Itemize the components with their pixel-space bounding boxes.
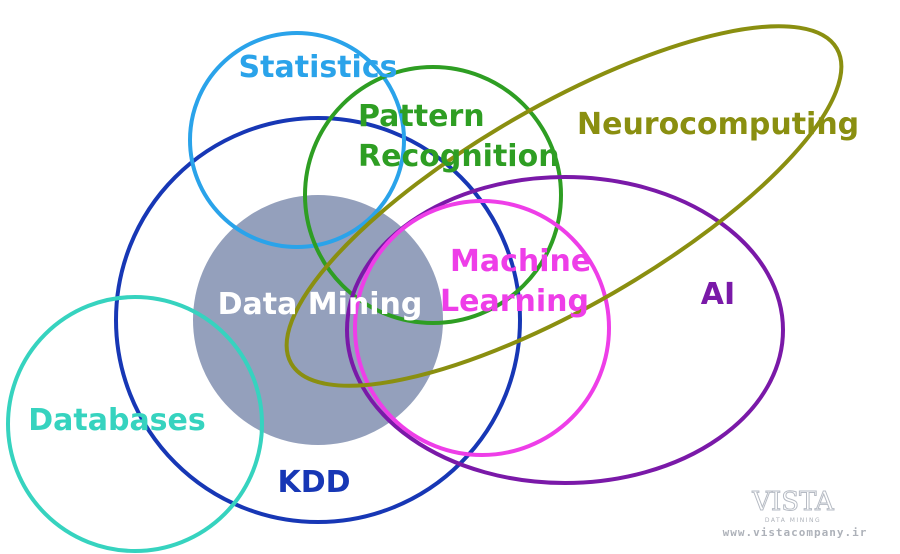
neurocomputing-label: Neurocomputing (577, 107, 859, 142)
ai-ellipse (345, 175, 785, 485)
neurocomputing-ellipse (284, 24, 844, 388)
pattern-recognition-circle (303, 65, 563, 325)
data-mining-label: Data Mining (218, 287, 423, 322)
vista-url: www.vistacompany.ir (723, 526, 868, 539)
databases-circle (6, 295, 264, 553)
vista-watermark: VISTA DATA MINING www.vistacompany.ir (723, 487, 868, 540)
vista-logo: VISTA (751, 487, 835, 517)
databases-label: Databases (28, 403, 206, 438)
machine-learning-circle (353, 199, 611, 457)
pattern-label-line2: Recognition (358, 139, 560, 174)
kdd-circle (114, 116, 522, 524)
statistics-label: Statistics (239, 50, 398, 85)
vista-tagline: DATA MINING (765, 517, 821, 524)
statistics-circle (188, 31, 406, 249)
pattern-label-line1: Pattern (358, 99, 485, 134)
machine-learning-label-line2: Learning (440, 284, 589, 319)
machine-learning-label-line1: Machine (450, 244, 591, 279)
kdd-label: KDD (277, 465, 350, 500)
ai-label: AI (701, 277, 735, 312)
